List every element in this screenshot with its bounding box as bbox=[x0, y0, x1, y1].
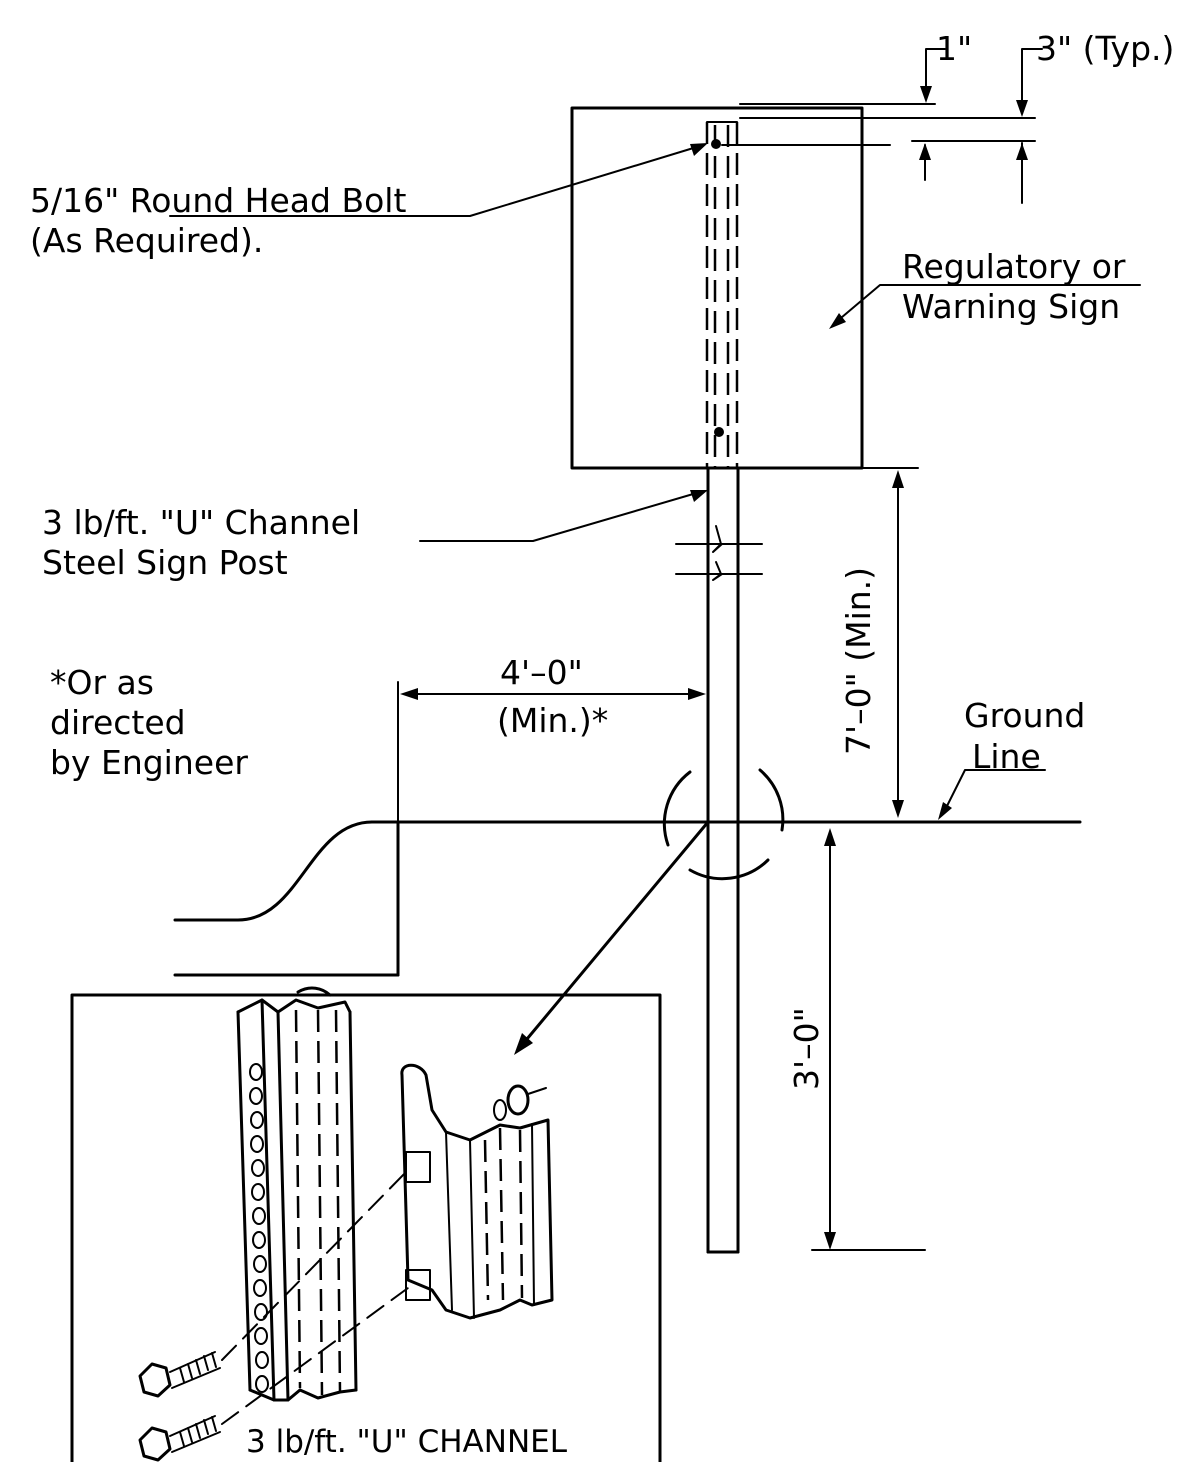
dim-top-offset: 1" bbox=[936, 29, 972, 68]
offset-dimension bbox=[397, 681, 706, 823]
top-dimensions bbox=[721, 48, 1043, 204]
post-label-line2: Steel Sign Post bbox=[42, 543, 288, 582]
embedment-dimension bbox=[811, 828, 926, 1251]
dim-embedment: 3'–0" bbox=[787, 1007, 826, 1090]
sign-label-line2: Warning Sign bbox=[902, 287, 1120, 326]
height-dimension bbox=[741, 467, 919, 818]
detail-arrow bbox=[514, 820, 710, 1055]
post-holes bbox=[249, 1063, 269, 1393]
sign-leader bbox=[829, 284, 1141, 329]
dim-offset-min: (Min.)* bbox=[497, 701, 608, 740]
sign-post bbox=[675, 121, 763, 1254]
bolt-marks bbox=[711, 139, 724, 437]
post-label-line1: 3 lb/ft. "U" Channel bbox=[42, 503, 360, 542]
note-line2: directed bbox=[50, 703, 186, 742]
ground-label-line2: Line bbox=[972, 737, 1041, 776]
ground-line bbox=[173, 820, 1082, 977]
note-line1: *Or as bbox=[50, 663, 154, 702]
bolt-label-line1: 5/16" Round Head Bolt bbox=[30, 181, 406, 220]
dim-bolt-spacing: 3" (Typ.) bbox=[1036, 29, 1174, 68]
bolt-upper bbox=[138, 1169, 409, 1398]
u-channel-post bbox=[236, 986, 358, 1402]
bolt-leader bbox=[169, 143, 708, 217]
mounting-bracket bbox=[400, 1063, 554, 1320]
dim-offset-value: 4'–0" bbox=[500, 653, 583, 692]
bolt-lower bbox=[138, 1287, 409, 1462]
dim-height: 7'–0" (Min.) bbox=[839, 567, 878, 755]
bolt-label-line2: (As Required). bbox=[30, 221, 263, 260]
ground-leader bbox=[938, 769, 1046, 820]
post-leader bbox=[419, 490, 708, 542]
sign-panel bbox=[570, 106, 864, 470]
detail-caption: 3 lb/ft. "U" CHANNEL bbox=[246, 1424, 568, 1460]
ground-label-line1: Ground bbox=[964, 696, 1085, 735]
sign-label-line1: Regulatory or bbox=[902, 247, 1126, 286]
detail-callout-circle bbox=[662, 768, 785, 881]
channel-detail-box: 3 lb/ft. "U" CHANNEL bbox=[70, 986, 662, 1462]
note-line3: by Engineer bbox=[50, 743, 248, 782]
washer bbox=[493, 1084, 547, 1121]
